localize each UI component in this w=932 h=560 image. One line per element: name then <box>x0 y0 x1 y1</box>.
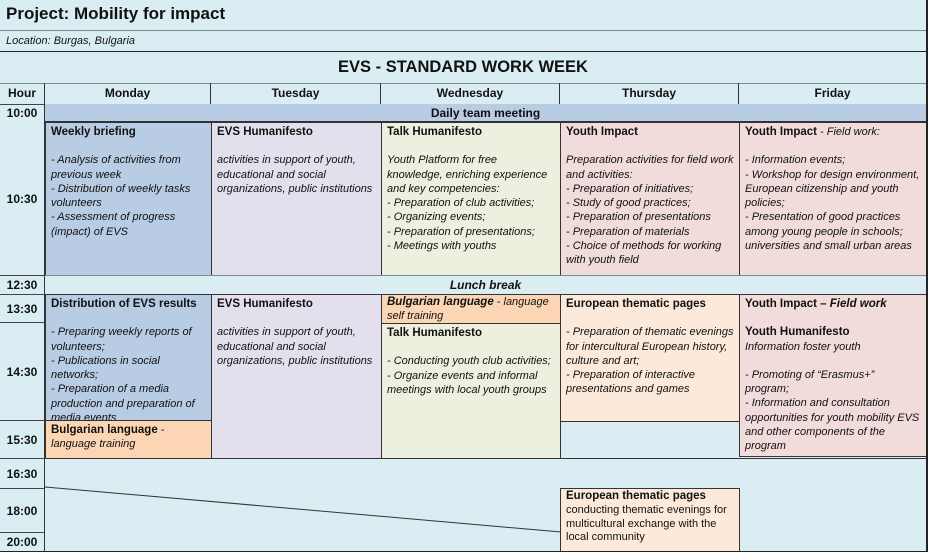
activity-line: - Publications in social networks; <box>51 354 160 382</box>
activity-title: Youth Impact – <box>745 298 830 310</box>
hour-label: 16:30 <box>0 458 45 488</box>
activity-intro: Preparation activities for field work an… <box>566 154 734 181</box>
activity-line: - Organizing events; <box>387 211 486 224</box>
friday-morning-cell: Youth Impact - Field work: - Information… <box>739 122 926 276</box>
column-header-friday: Friday <box>814 86 851 100</box>
activity-line: activities in support of youth, educatio… <box>217 326 373 367</box>
divider <box>0 30 926 31</box>
thursday-evening-cell: European thematic pages conducting thema… <box>560 488 740 552</box>
activity-line: - Preparation of club activities; <box>387 197 535 210</box>
activity-line: - Distribution of weekly tasks volunteer… <box>51 182 191 210</box>
activity-title: European thematic pages <box>566 298 706 310</box>
column-header-tuesday: Tuesday <box>211 83 381 104</box>
divider <box>0 83 926 84</box>
activity-line: - Preparation of presentations <box>566 211 711 224</box>
activity-title: Talk Humanifesto <box>387 327 482 339</box>
activity-title: Talk Humanifesto <box>387 126 482 138</box>
thursday-afternoon-cell: European thematic pages - Preparation of… <box>560 294 740 422</box>
friday-afternoon-cell: Youth Impact – Field work Youth Humanife… <box>739 294 926 457</box>
wednesday-morning-cell: Talk Humanifesto Youth Platform for free… <box>381 122 561 276</box>
activity-line: - Preparation of a media production and … <box>51 383 195 421</box>
activity-line: - Preparing weekly reports of volunteers… <box>51 326 192 353</box>
activity-line: - Presentation of good practices among y… <box>745 211 912 253</box>
activity-title: Youth Impact <box>566 126 638 138</box>
activity-title-suffix: - Field work: <box>816 126 880 138</box>
diagonal-strike-line <box>45 486 561 533</box>
divider <box>45 458 926 459</box>
activity-line: - Meetings with youths <box>387 240 497 253</box>
divider <box>0 51 926 52</box>
activity-title: Weekly briefing <box>51 126 136 138</box>
activity-title: Distribution of EVS results <box>51 298 197 310</box>
hour-label: 10:30 <box>0 122 45 275</box>
activity-line: - Promoting of “Erasmus+” program; <box>745 368 875 396</box>
activity-title: European thematic pages <box>566 490 706 502</box>
hour-label: 15:30 <box>0 420 45 458</box>
activity-title: EVS Humanifesto <box>217 298 313 310</box>
hour-label: 13:30 <box>0 294 45 322</box>
wednesday-afternoon-cell: Talk Humanifesto - Conducting youth club… <box>381 323 561 459</box>
activity-line: - Preparation of initiatives; <box>566 182 694 195</box>
activity-line: - Organize events and informal meetings … <box>387 369 547 396</box>
activity-line: conducting thematic evenings for multicu… <box>566 503 727 544</box>
activity-subtitle: Youth Humanifesto <box>745 326 850 339</box>
activity-line: - Preparation of presentations; <box>387 225 535 238</box>
monday-afternoon-cell: Distribution of EVS results - Preparing … <box>45 294 212 421</box>
lunch-break-bar: Lunch break <box>45 275 926 295</box>
activity-title: EVS Humanifesto <box>217 126 313 138</box>
monday-morning-cell: Weekly briefing - Analysis of activities… <box>45 122 212 276</box>
hour-label: 10:00 <box>0 104 45 122</box>
column-header-hour: Hour <box>0 83 45 104</box>
column-header-thursday: Thursday <box>560 83 739 104</box>
activity-intro: Youth Platform for free knowledge, enric… <box>387 154 548 195</box>
schedule-heading: EVS - STANDARD WORK WEEK <box>338 58 588 76</box>
activity-title-suffix: - language training <box>51 424 165 451</box>
activity-line: - Workshop for design environment, Europ… <box>745 168 920 210</box>
activity-line: - Choice of methods for working with you… <box>566 240 722 267</box>
hour-label: 14:30 <box>0 322 45 420</box>
column-header-monday: Monday <box>45 83 211 104</box>
activity-line: - Information and consultation opportuni… <box>745 397 920 453</box>
activity-subtitle-line: Information foster youth <box>745 340 861 353</box>
activity-line: - Assessment of progress (impact) of EVS <box>51 211 176 238</box>
tuesday-afternoon-cell: EVS Humanifesto activities in support of… <box>211 294 382 459</box>
activity-title-suffix: - language self training <box>387 296 549 322</box>
monday-language-cell: Bulgarian language - language training <box>45 420 212 459</box>
bottom-border <box>0 551 928 552</box>
location-label: Location: Burgas, Bulgaria <box>6 35 136 47</box>
hour-label: 18:00 <box>0 488 45 532</box>
activity-line: - Conducting youth club activities; <box>387 355 551 368</box>
activity-line: - Analysis of activities from previous w… <box>51 154 181 181</box>
activity-title: Youth Impact <box>745 126 817 138</box>
activity-title: Bulgarian language <box>51 424 158 436</box>
tuesday-morning-cell: EVS Humanifesto activities in support of… <box>211 122 382 276</box>
activity-line: - Information events; <box>745 154 846 167</box>
column-header-wednesday: Wednesday <box>381 83 560 104</box>
activity-title-suffix: Field work <box>829 298 887 310</box>
activity-line: - Preparation of materials <box>566 225 690 238</box>
activity-title: Bulgarian language <box>387 296 494 308</box>
activity-line: - Study of good practices; <box>566 197 691 210</box>
activity-line: - Preparation of interactive presentatio… <box>566 369 696 396</box>
daily-team-meeting-bar: Daily team meeting <box>45 104 926 122</box>
hour-label: 20:00 <box>0 532 45 551</box>
activity-line: activities in support of youth, educatio… <box>217 154 373 195</box>
activity-line: - Preparation of thematic evenings for i… <box>566 326 734 367</box>
wednesday-language-cell: Bulgarian language - language self train… <box>381 294 561 324</box>
hour-label: 12:30 <box>0 275 45 294</box>
project-title: Project: Mobility for impact <box>6 4 226 23</box>
thursday-morning-cell: Youth Impact Preparation activities for … <box>560 122 740 276</box>
